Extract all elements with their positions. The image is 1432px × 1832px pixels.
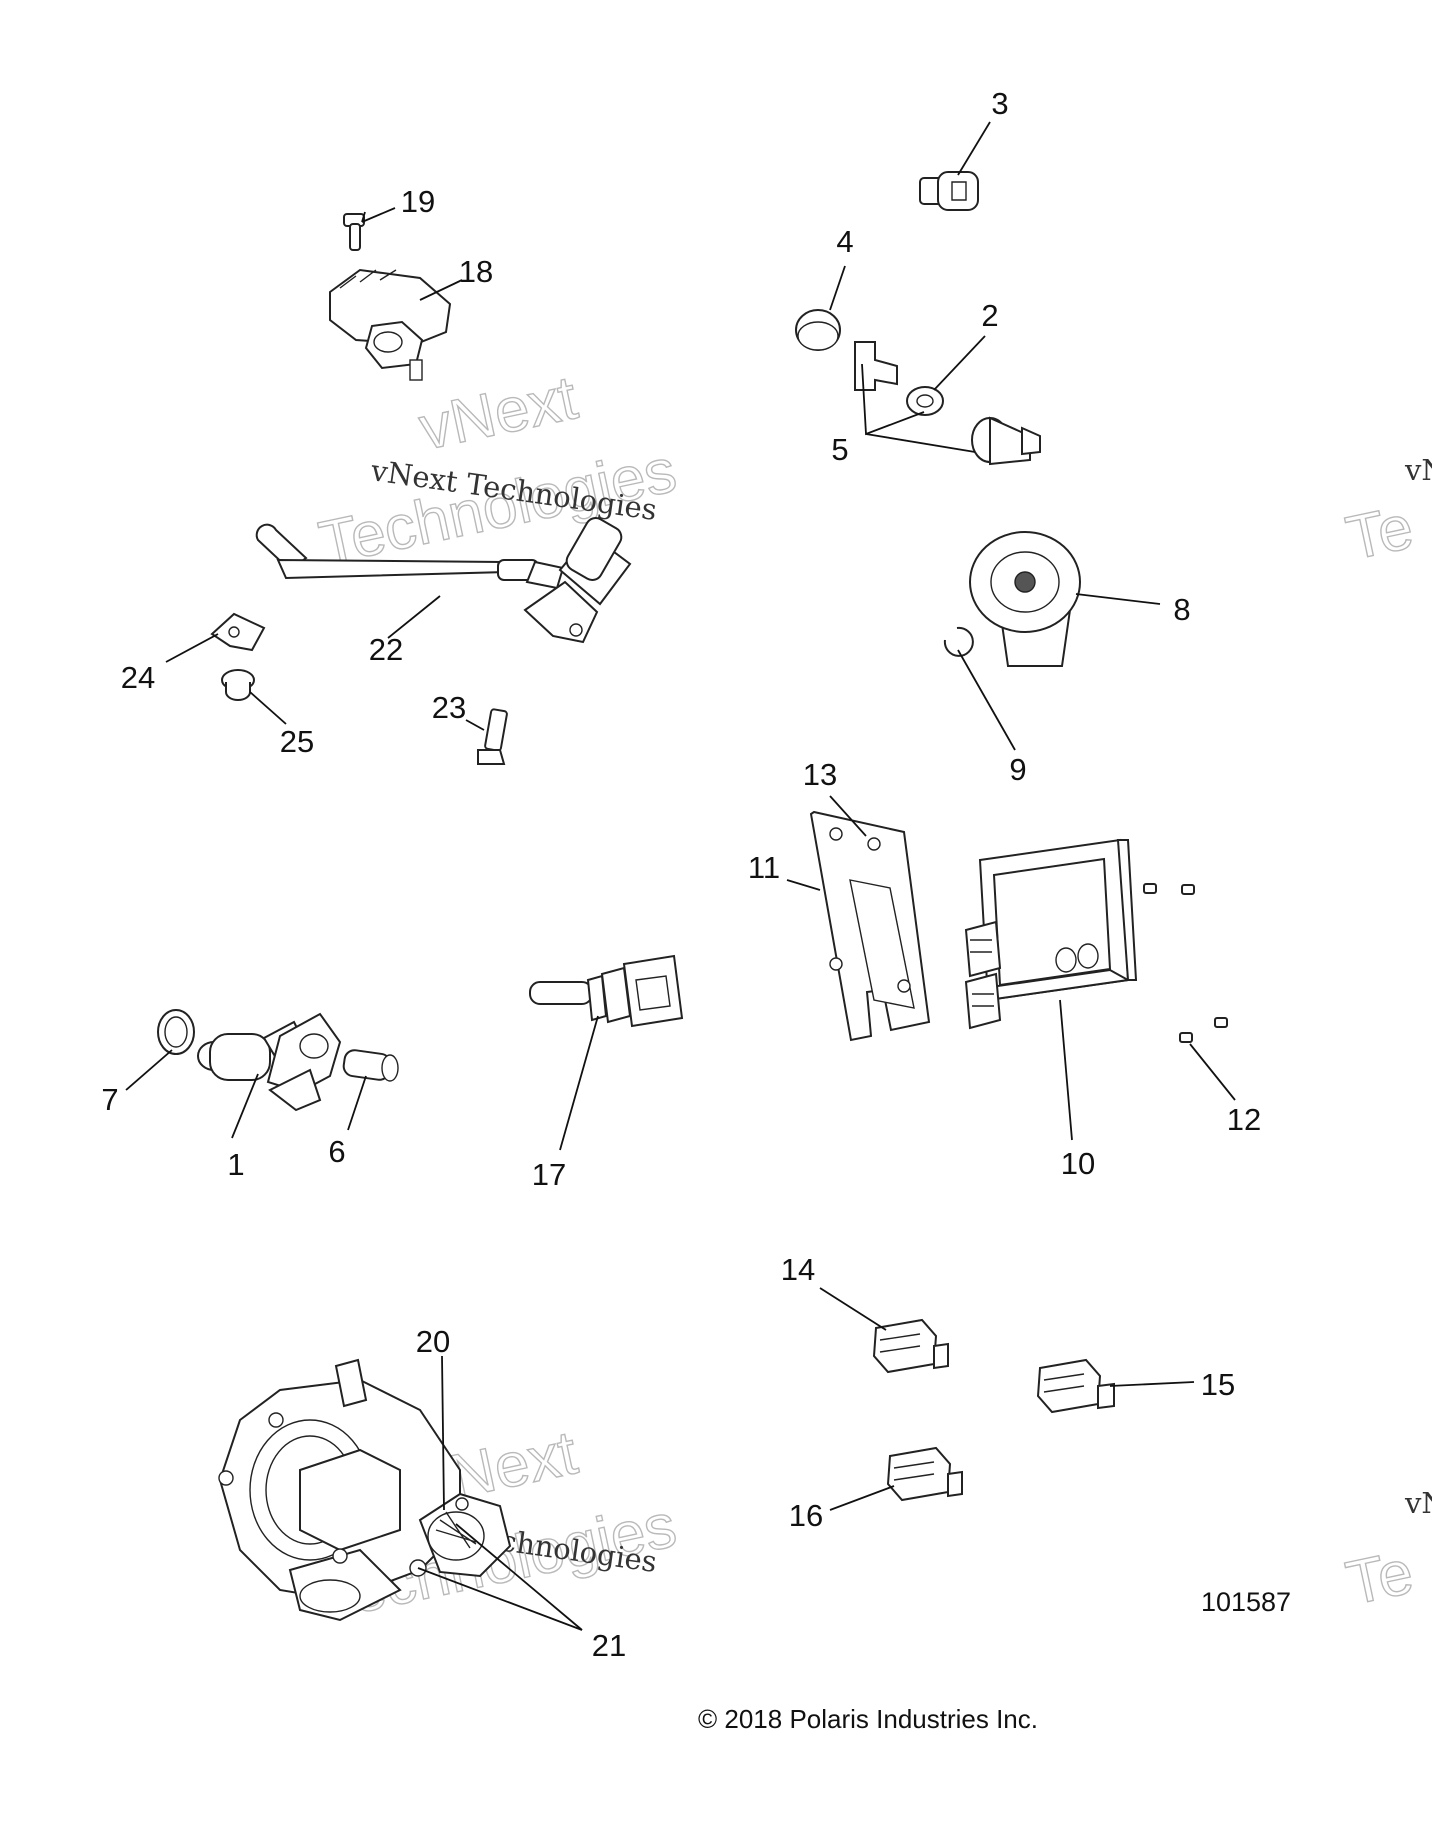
part-19-bolt bbox=[343, 213, 365, 251]
part-17-temp-sensor bbox=[529, 954, 684, 1028]
part-5-sensor bbox=[971, 416, 1041, 466]
callout-11: 11 bbox=[748, 850, 780, 885]
part-24-clamp bbox=[210, 612, 266, 652]
watermark-edge-small-top: vN bbox=[1404, 453, 1432, 487]
callout-labels: 1 2 3 4 5 6 7 8 9 10 11 12 13 14 15 16 1… bbox=[101, 86, 1261, 1663]
callout-6: 6 bbox=[328, 1134, 345, 1169]
callout-4: 4 bbox=[836, 224, 853, 259]
callout-9: 9 bbox=[1009, 752, 1026, 787]
callout-8: 8 bbox=[1173, 592, 1190, 627]
part-2-washer bbox=[906, 386, 944, 416]
callout-16: 16 bbox=[789, 1498, 823, 1533]
part-14-switch bbox=[872, 1318, 949, 1374]
part-15-switch bbox=[1036, 1358, 1115, 1414]
watermark-right-edge: vN Te vN Te bbox=[1340, 453, 1432, 1619]
part-18-map-sensor bbox=[329, 268, 452, 381]
watermark-upper: vNext Technologies vNext Technologies bbox=[313, 363, 683, 580]
callout-2: 2 bbox=[981, 298, 998, 333]
callout-19: 19 bbox=[401, 184, 435, 219]
callout-22: 22 bbox=[369, 632, 403, 667]
watermark-edge-big-top: Te bbox=[1341, 493, 1419, 574]
part-9-clip bbox=[943, 626, 974, 657]
part-7-o-ring bbox=[157, 1009, 195, 1055]
part-8-knock-sensor bbox=[969, 531, 1081, 667]
part-3-plug bbox=[919, 171, 979, 211]
callout-15: 15 bbox=[1201, 1367, 1235, 1402]
callout-7: 7 bbox=[101, 1082, 118, 1117]
part-6-bushing bbox=[342, 1049, 399, 1082]
part-11-bracket bbox=[809, 810, 931, 1042]
callout-23: 23 bbox=[432, 690, 466, 725]
callout-25: 25 bbox=[280, 724, 314, 759]
callout-14: 14 bbox=[781, 1252, 815, 1287]
part-20-throttle-body bbox=[218, 1358, 461, 1622]
leader-lines bbox=[125, 121, 1236, 1631]
callout-18: 18 bbox=[459, 254, 493, 289]
part-4-cap bbox=[795, 309, 841, 351]
part-5-bracket bbox=[854, 341, 898, 391]
part-10-ecu bbox=[964, 838, 1138, 1030]
diagram-code: 101587 bbox=[1201, 1587, 1291, 1617]
callout-12: 12 bbox=[1227, 1102, 1261, 1137]
callout-5: 5 bbox=[831, 432, 848, 467]
part-23-bolt bbox=[477, 708, 508, 765]
callout-10: 10 bbox=[1061, 1146, 1095, 1181]
part-22-speed-sensor bbox=[255, 517, 632, 644]
watermark-edge-big-bottom: Te bbox=[1341, 1538, 1419, 1619]
part-21-throttle-motor bbox=[409, 1492, 512, 1578]
watermark-upper-line1: vNext bbox=[414, 363, 583, 463]
watermark-edge-small-bottom: vN bbox=[1404, 1486, 1432, 1520]
callout-1: 1 bbox=[227, 1147, 244, 1182]
callout-3: 3 bbox=[991, 86, 1008, 121]
part-12-screws bbox=[1143, 883, 1228, 1043]
part-25-grommet bbox=[221, 669, 255, 701]
copyright-notice: © 2018 Polaris Industries Inc. bbox=[698, 1704, 1038, 1734]
callout-13: 13 bbox=[803, 757, 837, 792]
part-1-cam-sensor bbox=[197, 1012, 342, 1112]
callout-17: 17 bbox=[532, 1157, 566, 1192]
callout-20: 20 bbox=[416, 1324, 450, 1359]
part-16-switch bbox=[886, 1446, 963, 1502]
callout-21: 21 bbox=[592, 1628, 626, 1663]
callout-24: 24 bbox=[121, 660, 155, 695]
